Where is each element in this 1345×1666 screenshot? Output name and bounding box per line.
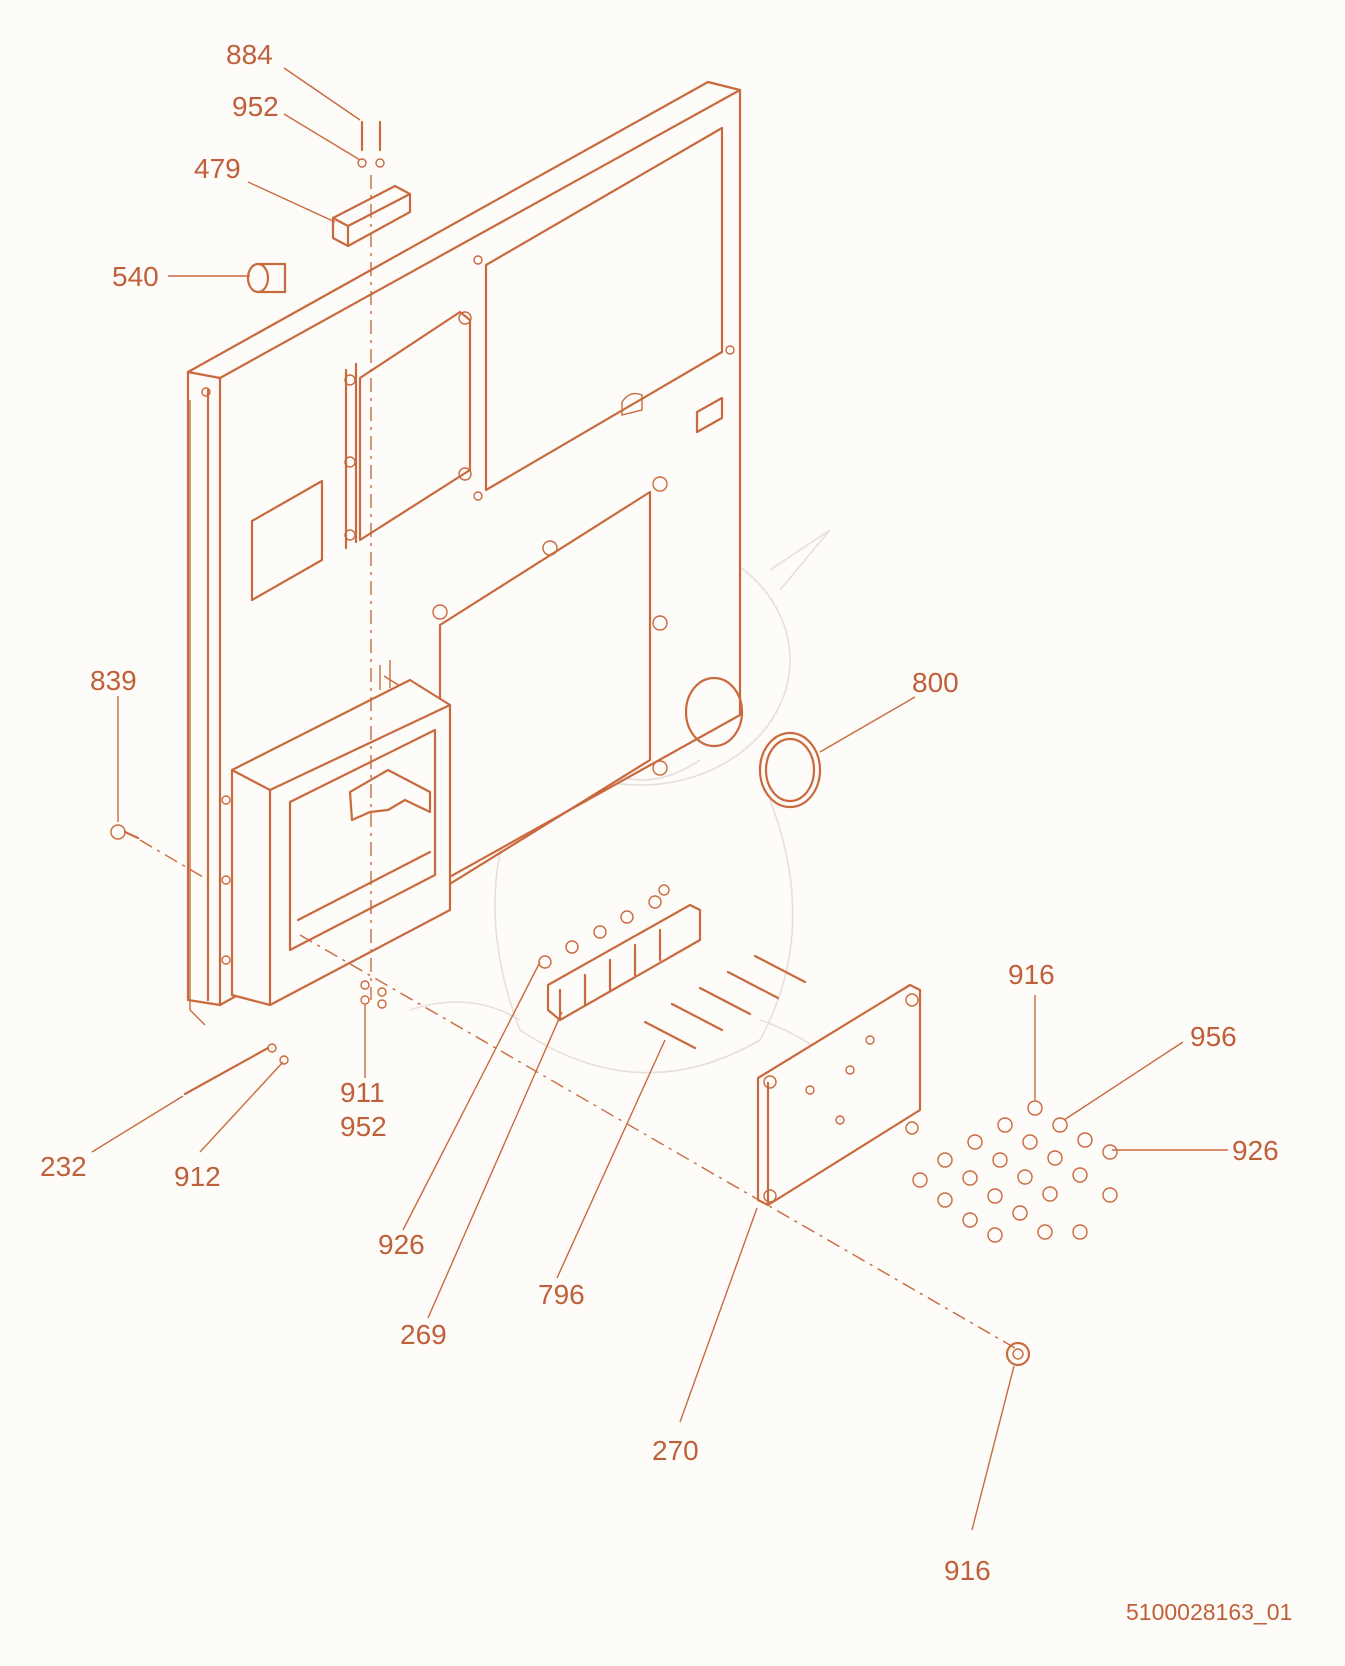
callout-884: 884 bbox=[226, 39, 273, 70]
leader-lines bbox=[91, 67, 1228, 1531]
callout-232: 232 bbox=[40, 1151, 87, 1182]
callout-479: 479 bbox=[194, 153, 241, 184]
document-number: 5100028163_01 bbox=[1126, 1599, 1292, 1625]
callout-926-left: 926 bbox=[378, 1229, 425, 1260]
callout-839: 839 bbox=[90, 665, 137, 696]
callout-269: 269 bbox=[400, 1319, 447, 1350]
callout-labels: 884 952 479 540 839 800 911 952 232 912 … bbox=[40, 39, 1292, 1625]
callout-540: 540 bbox=[112, 261, 159, 292]
callout-956: 956 bbox=[1190, 1021, 1237, 1052]
callout-916-bottom: 916 bbox=[944, 1555, 991, 1586]
callout-952-bottom: 952 bbox=[340, 1111, 387, 1142]
control-box bbox=[221, 660, 452, 1007]
callout-796: 796 bbox=[538, 1279, 585, 1310]
callout-270: 270 bbox=[652, 1435, 699, 1466]
assembly-lines bbox=[139, 175, 1016, 1349]
terminal-block bbox=[538, 884, 807, 1050]
callout-911: 911 bbox=[340, 1077, 385, 1108]
nut-grid bbox=[912, 1100, 1118, 1243]
callout-926-right: 926 bbox=[1232, 1135, 1279, 1166]
callout-952-top: 952 bbox=[232, 91, 279, 122]
callout-912: 912 bbox=[174, 1161, 221, 1192]
mounting-plate bbox=[756, 983, 922, 1207]
callout-916-top: 916 bbox=[1008, 959, 1055, 990]
callout-800: 800 bbox=[912, 667, 959, 698]
